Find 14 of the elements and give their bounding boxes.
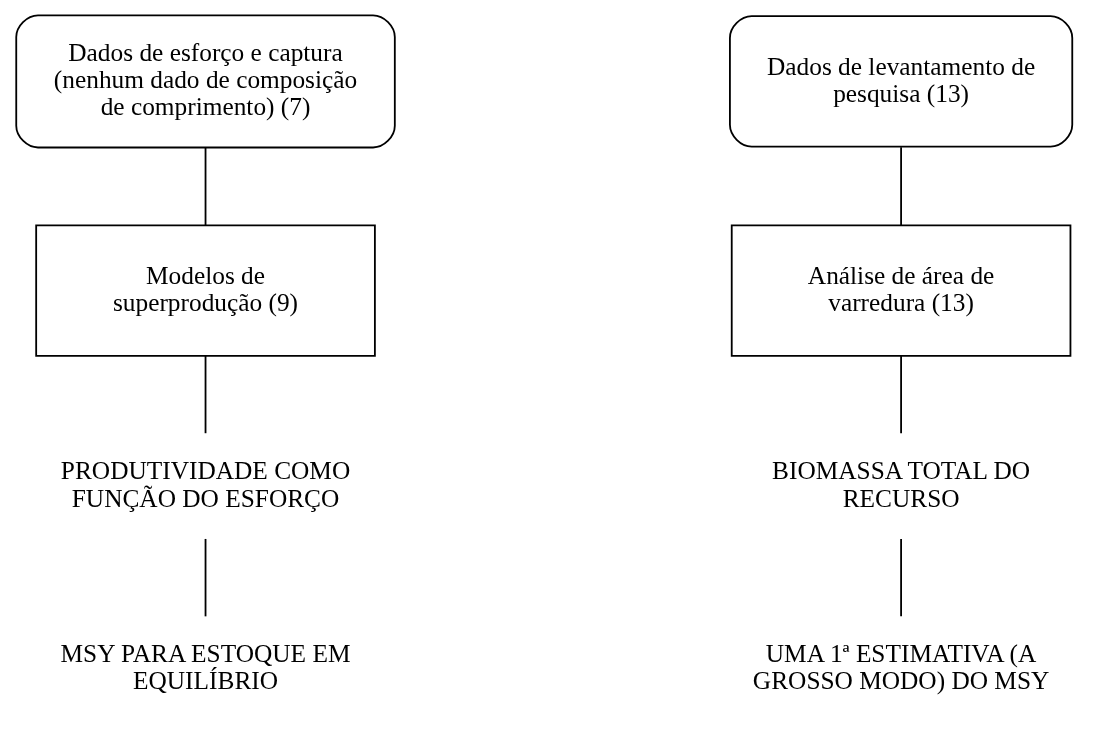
connector: [899, 354, 902, 435]
node-box: Dados de levantamento de pesquisa (13): [728, 15, 1073, 148]
node-text: BIOMASSA TOTAL DO RECURSO: [771, 456, 1030, 512]
connector: [204, 538, 206, 618]
connector: [204, 354, 206, 435]
node-box: Dados de esforço e captura (nenhum dado de composição de comprimento) (7): [14, 14, 396, 149]
node-text: MSY PARA ESTOQUE EM EQUILÍBRIO: [60, 639, 350, 695]
connector: [204, 146, 206, 227]
connector: [899, 146, 902, 226]
node-text: PRODUTIVIDADE COMO FUNÇÃO DO ESFORÇO: [60, 456, 350, 512]
node-box: Modelos de superprodução (9): [34, 224, 376, 357]
node-text: UMA 1ª ESTIMATIVA (A GROSSO MODO) DO MSY: [752, 639, 1049, 695]
node-box: Análise de área de varredura (13): [730, 224, 1071, 357]
connector: [899, 538, 902, 618]
